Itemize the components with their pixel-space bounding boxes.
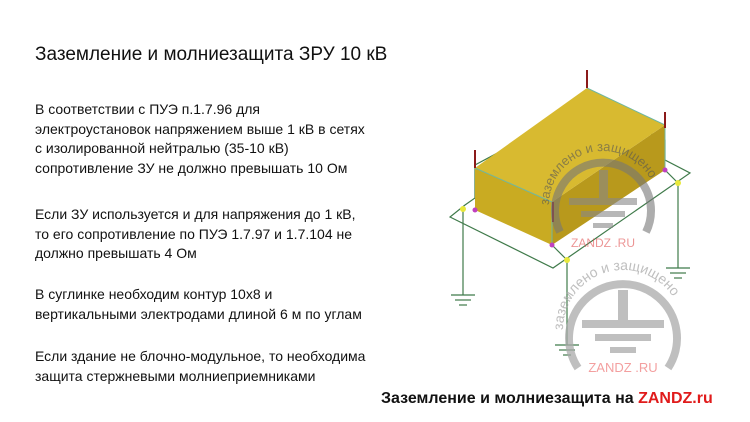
text-line: с изолированной нейтралью (35-10 кВ) xyxy=(35,140,289,156)
text-line: Если здание не блочно-модульное, то необ… xyxy=(35,348,366,364)
text-line: сопротивление ЗУ не должно превышать 10 … xyxy=(35,159,348,176)
brand-link[interactable]: ZANDZ.ru xyxy=(638,390,713,407)
footer-text: Заземление и молниезащита на xyxy=(381,390,639,407)
watermark-site: ZANDZ .RU xyxy=(588,360,657,375)
paragraph-4: Если здание не блочно-модульное, то необ… xyxy=(35,347,365,386)
text-line: то его сопротивление по ПУЭ 1.7.97 и 1.7… xyxy=(35,225,353,242)
text-line: электроустановок напряжением выше 1 кВ в… xyxy=(35,120,365,137)
text-line: В суглинке необходим контур 10х8 и xyxy=(35,286,273,302)
footer-banner: Заземление и молниезащита на ZANDZ.ru xyxy=(381,390,713,408)
watermark-logo: заземлено и защищено ZANDZ .RU xyxy=(550,257,684,375)
paragraph-2: Если ЗУ используется и для напряжения до… xyxy=(35,205,356,264)
text-line: защита стержневыми молниеприемниками xyxy=(35,367,316,384)
slide-title: Заземление и молниезащита ЗРУ 10 кВ xyxy=(35,44,388,65)
paragraph-1: В соответствии с ПУЭ п.1.7.96 для электр… xyxy=(35,100,365,178)
text-line: должно превышать 4 Ом xyxy=(35,245,197,261)
paragraph-3: В суглинке необходим контур 10х8 и верти… xyxy=(35,285,362,324)
watermark-site: ZANDZ .RU xyxy=(571,236,635,250)
connection-points xyxy=(460,167,681,263)
text-line: В соответствии с ПУЭ п.1.7.96 для xyxy=(35,101,260,117)
text-line: вертикальными электродами длиной 6 м по … xyxy=(35,305,362,322)
building-box xyxy=(474,87,666,245)
text-line: Если ЗУ используется и для напряжения до… xyxy=(35,206,356,222)
